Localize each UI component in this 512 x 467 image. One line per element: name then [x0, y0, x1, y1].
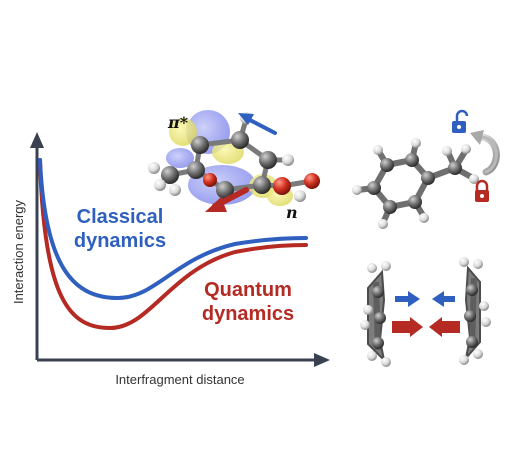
blue-direction-arrow: [238, 113, 277, 135]
carbon-atom: [405, 153, 419, 167]
potential-energy-plot: Interaction energy Interfragment distanc…: [11, 132, 330, 387]
carbon-atom: [383, 200, 397, 214]
carbon-atom: [231, 131, 249, 149]
hydrogen-atom: [479, 301, 489, 311]
blue-attraction-arrows: [395, 291, 455, 307]
quantum-dynamics-label-line2: dynamics: [202, 303, 294, 325]
hydrogen-atom: [381, 357, 391, 367]
carbon-atom: [259, 151, 277, 169]
hydrogen-atom: [481, 317, 491, 327]
hydrogen-atom: [282, 154, 294, 166]
toluene-molecule: [352, 109, 500, 229]
hydrogen-atom: [373, 145, 383, 155]
carbon-atom: [372, 337, 384, 349]
carbon-atom: [374, 312, 386, 324]
classical-dynamics-label-line1: Classical: [77, 206, 164, 228]
classical-dynamics-label-line2: dynamics: [74, 230, 166, 252]
hydrogen-atom: [360, 320, 370, 330]
x-axis-arrowhead: [314, 353, 330, 367]
hydrogen-atom: [381, 261, 391, 271]
carbon-atom: [448, 161, 462, 175]
oxygen-atom: [304, 173, 320, 189]
hydrogen-atom: [378, 219, 388, 229]
rotation-arrow-icon: [470, 130, 500, 176]
carbon-atom: [372, 286, 384, 298]
carbon-atom: [408, 195, 422, 209]
carbon-atom: [367, 181, 381, 195]
classical-energy-curve: [38, 158, 308, 301]
hydrogen-atom: [469, 174, 479, 184]
carbon-atom: [187, 161, 205, 179]
orbital-molecule-illustration: π* n: [148, 110, 320, 222]
unlocked-padlock-icon: [452, 109, 469, 133]
hydrogen-atom: [459, 257, 469, 267]
right-benzene-fragment: [459, 257, 491, 365]
y-axis-label: Interaction energy: [11, 199, 26, 304]
hydrogen-atom: [154, 179, 166, 191]
hydrogen-atom: [367, 351, 377, 361]
hydrogen-atom: [459, 355, 469, 365]
locked-padlock-icon: [475, 179, 489, 202]
hydrogen-atom: [169, 184, 181, 196]
x-axis-label: Interfragment distance: [115, 372, 244, 387]
hydrogen-atom: [419, 213, 429, 223]
hydrogen-atom: [363, 305, 373, 315]
carbon-atom: [380, 158, 394, 172]
carbon-atom: [253, 176, 271, 194]
blue-orbital-lobe: [166, 148, 194, 168]
hydrogen-atom: [411, 138, 421, 148]
carbon-atom: [421, 171, 435, 185]
n-orbital-label: n: [286, 203, 298, 222]
carbon-atom: [161, 166, 179, 184]
quantum-dynamics-label-line1: Quantum: [204, 279, 292, 301]
quantum-energy-curve: [38, 158, 308, 331]
y-axis-arrowhead: [30, 132, 44, 148]
hydrogen-atom: [473, 349, 483, 359]
carbon-atom: [191, 136, 209, 154]
carbon-atom: [464, 310, 476, 322]
carbon-atom: [466, 284, 478, 296]
hydrogen-atom: [442, 146, 452, 156]
carbon-atom: [216, 181, 234, 199]
yellow-orbital-lobe: [169, 118, 197, 146]
oxygen-atom: [203, 173, 217, 187]
oxygen-atom: [273, 177, 291, 195]
left-benzene-fragment: [360, 261, 391, 367]
benzene-dimer: [360, 257, 491, 367]
hydrogen-atom: [461, 144, 471, 154]
hydrogen-atom: [367, 263, 377, 273]
hydrogen-atom: [294, 190, 306, 202]
carbon-atom: [466, 336, 478, 348]
red-direction-arrow: [205, 187, 249, 212]
red-attraction-arrows: [392, 317, 460, 337]
pi-star-orbital-label: π*: [167, 113, 189, 132]
hydrogen-atom: [148, 162, 160, 174]
hydrogen-atom: [352, 185, 362, 195]
hydrogen-atom: [473, 259, 483, 269]
